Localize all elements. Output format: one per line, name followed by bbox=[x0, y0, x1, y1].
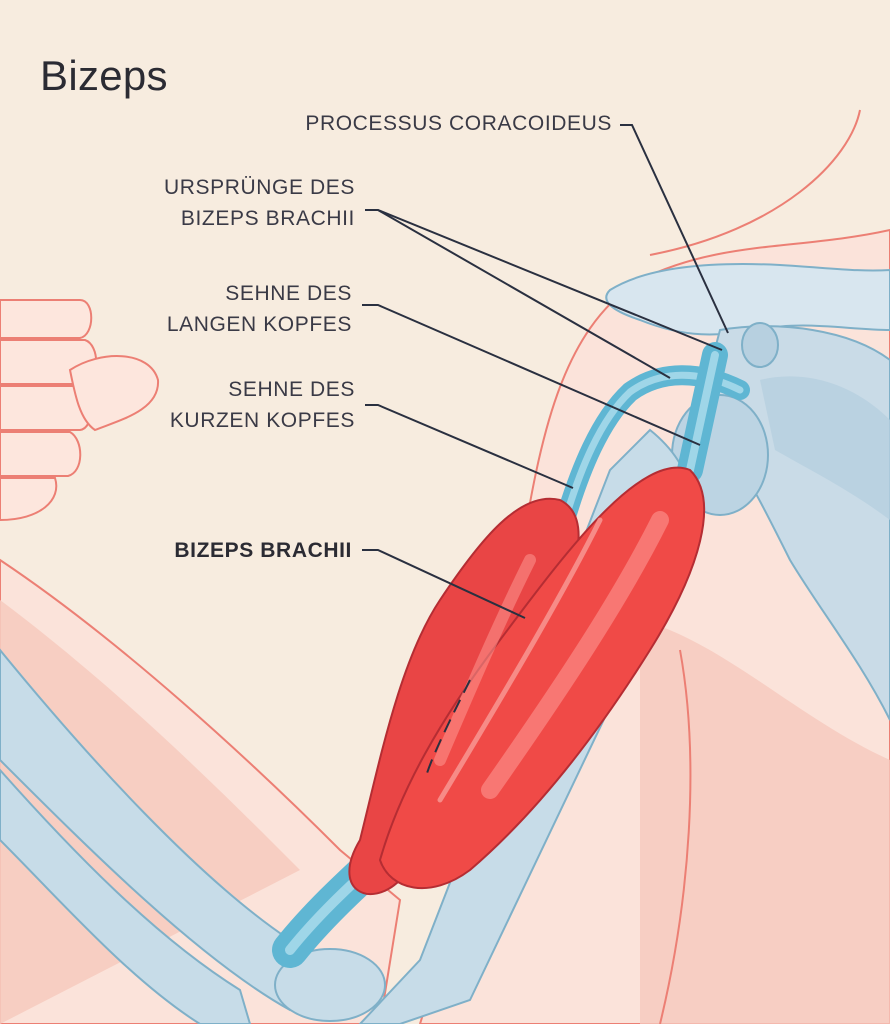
forearm-bones bbox=[0, 648, 386, 1024]
leader-sehne-lang bbox=[362, 304, 701, 446]
leader-lines bbox=[362, 124, 729, 619]
page-title: Bizeps bbox=[40, 52, 168, 99]
leader-sehne-kurz bbox=[365, 404, 574, 489]
label-muskel-line: BIZEPS BRACHII bbox=[174, 539, 352, 562]
biceps-muscle bbox=[348, 466, 706, 896]
fist bbox=[0, 299, 160, 522]
label-urspruenge-line2: BIZEPS BRACHII bbox=[180, 207, 355, 230]
label-sehne-lang-line2: LANGEN KOPFES bbox=[166, 313, 352, 336]
leader-muskel bbox=[362, 549, 526, 619]
label-sehne-kurzen-kopfes: SEHNE DES KURZEN KOPFES bbox=[170, 374, 355, 436]
chest-line bbox=[659, 649, 692, 1024]
label-bizeps-brachii: BIZEPS BRACHII bbox=[174, 535, 352, 566]
label-sehne-kurz-line1: SEHNE DES bbox=[228, 378, 355, 401]
label-sehne-lang-line1: SEHNE DES bbox=[225, 282, 352, 305]
leader-urspruenge-2 bbox=[377, 209, 723, 351]
neck-outline bbox=[649, 109, 861, 256]
leader-processus bbox=[620, 124, 729, 334]
label-urspruenge-line1: URSPRÜNGE DES bbox=[164, 176, 355, 199]
torso-shade bbox=[640, 620, 890, 1024]
label-processus-coracoideus: PROCESSUS CORACOIDEUS bbox=[305, 108, 612, 139]
label-sehne-langen-kopfes: SEHNE DES LANGEN KOPFES bbox=[167, 278, 352, 340]
label-urspruenge: URSPRÜNGE DES BIZEPS BRACHII bbox=[164, 172, 355, 234]
label-processus-line: PROCESSUS CORACOIDEUS bbox=[305, 112, 612, 135]
label-sehne-kurz-line2: KURZEN KOPFES bbox=[169, 409, 355, 432]
